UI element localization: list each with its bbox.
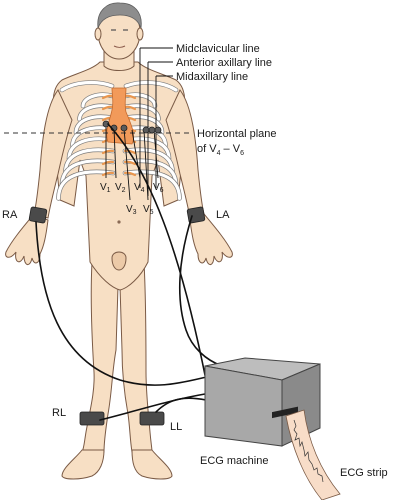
rib [123, 159, 178, 187]
mouth [113, 45, 126, 48]
right-foot [61, 449, 105, 480]
wire-la [179, 215, 223, 367]
rib [56, 170, 115, 200]
label-v3: V3 [126, 204, 137, 216]
lead-leaders [105, 124, 159, 201]
rib [60, 159, 115, 187]
label-v6: V6 [153, 182, 164, 194]
left-leg [119, 260, 153, 453]
right-leg [81, 260, 119, 453]
costal-cartilage [101, 94, 115, 100]
lead-wires [35, 123, 223, 421]
costal-cartilage [123, 94, 137, 100]
band-rl [79, 411, 105, 426]
label-ecg-strip: ECG strip [340, 467, 388, 479]
right-ear [94, 27, 102, 41]
costal-cartilage [123, 105, 137, 111]
label-v2: V2 [115, 182, 126, 194]
label-v1: V1 [100, 182, 111, 194]
costal-cartilage [123, 171, 137, 177]
left-hand [189, 213, 233, 265]
costal-cartilage [101, 149, 115, 155]
rib [123, 148, 175, 174]
wire-rl [99, 393, 206, 421]
ecg-machine [204, 357, 341, 500]
electrode-v4 [142, 126, 150, 134]
limb-electrodes [28, 206, 206, 426]
rib [123, 170, 182, 200]
right-hand [5, 213, 49, 265]
groin [111, 251, 127, 271]
left-foot [131, 449, 173, 480]
label-rl: RL [52, 407, 66, 419]
band-ra [28, 206, 48, 224]
label-plane-2: of V4 – V6 [197, 143, 244, 157]
costal-cartilage [123, 160, 137, 166]
costal-cartilage [101, 171, 115, 177]
wire-ra [35, 221, 221, 386]
label-ra: RA [2, 209, 18, 221]
label-la: LA [216, 209, 230, 221]
band-ll [139, 411, 165, 426]
label-midaxillary: Midaxillary line [176, 71, 248, 83]
label-anterior-axillary: Anterior axillary line [176, 57, 272, 69]
costal-cartilage [101, 160, 115, 166]
navel [117, 220, 121, 224]
left-ear [136, 27, 144, 41]
electrode-v5 [148, 126, 156, 134]
ecg-strip [285, 409, 341, 500]
label-v4: V4 [134, 182, 145, 194]
labels: Midclavicular line Anterior axillary lin… [2, 43, 388, 479]
band-la [186, 206, 206, 224]
ribs [56, 92, 182, 201]
paper-slot [272, 406, 298, 419]
label-plane-1: Horizontal plane [197, 128, 277, 140]
electrode-v6 [154, 126, 162, 134]
ecg-waveform [293, 419, 324, 483]
wire-chest [107, 123, 207, 381]
electrode-v3 [120, 124, 128, 132]
label-midclavicular: Midclavicular line [176, 43, 260, 55]
label-v5: V5 [143, 204, 154, 216]
machine-side [204, 365, 283, 447]
wire-ll [155, 397, 207, 413]
costal-cartilage [101, 105, 115, 111]
label-ll: LL [170, 421, 182, 433]
label-ecg-machine: ECG machine [200, 455, 268, 467]
